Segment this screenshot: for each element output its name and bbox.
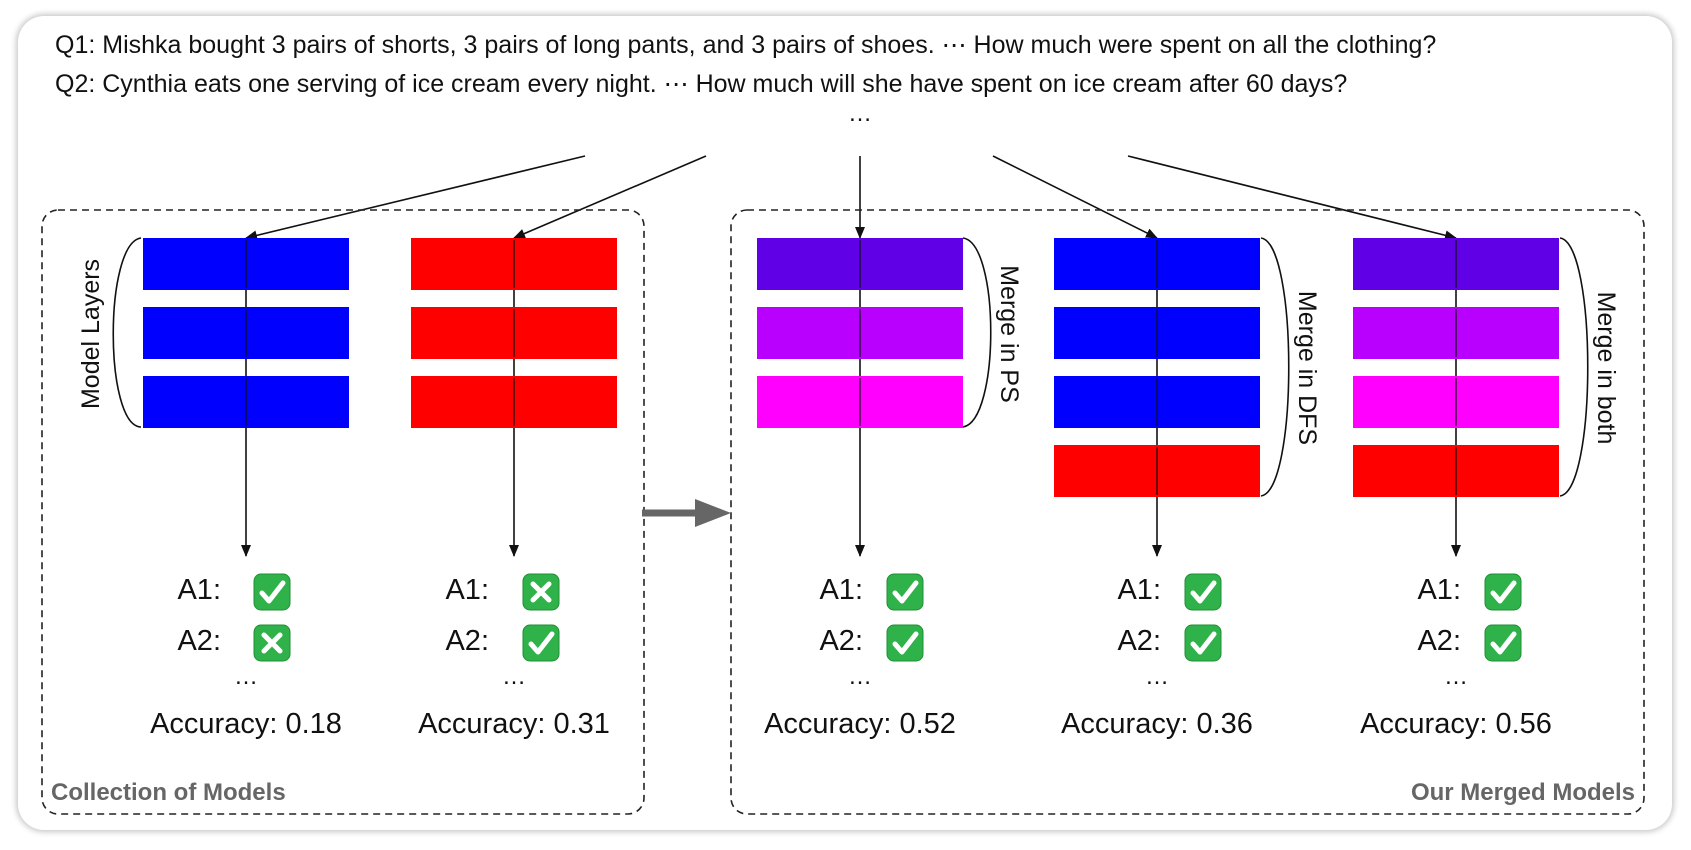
transition-arrow	[642, 499, 731, 527]
answers-ellipsis: …	[502, 663, 526, 690]
answer-a2: A2:	[445, 624, 560, 662]
collection-panel-title: Collection of Models	[51, 779, 286, 806]
accuracy-label: Accuracy: 0.56	[1360, 708, 1552, 740]
accuracy-label: Accuracy: 0.36	[1061, 708, 1253, 740]
layer-stack	[1353, 238, 1559, 557]
answers-ellipsis: …	[234, 663, 258, 690]
model-column: A1: A2: … Accuracy: 0.52	[757, 238, 963, 740]
answer-a2-label: A2:	[445, 625, 489, 657]
accuracy-label: Accuracy: 0.18	[150, 708, 342, 740]
answer-a2: A2:	[1117, 624, 1222, 662]
cross-mark-icon	[522, 573, 560, 611]
layer-stack	[411, 238, 617, 557]
model-layers-bracket	[112, 237, 142, 428]
model-column: A1: A2: … Accuracy: 0.56	[1353, 238, 1559, 740]
merged-panel	[730, 209, 1645, 815]
check-mark-icon	[522, 624, 560, 662]
accuracy-label: Accuracy: 0.31	[418, 708, 610, 740]
model-layers-label: Model Layers	[77, 259, 105, 409]
answer-a2: A2:	[1417, 624, 1522, 662]
answers-ellipsis: …	[1145, 663, 1169, 690]
questions-ellipsis: …	[848, 100, 872, 127]
merged-panel-title: Our Merged Models	[1411, 779, 1635, 806]
answer-a1-label: A1:	[177, 574, 221, 606]
answer-a2-label: A2:	[1117, 625, 1161, 657]
model-column: A1: A2: … Accuracy: 0.31	[411, 238, 617, 740]
input-arrow-1	[245, 155, 586, 241]
answer-a2: A2:	[819, 624, 924, 662]
input-arrow-5	[1127, 155, 1457, 241]
layer-brackets	[112, 237, 1589, 497]
merge-both-bracket	[1559, 237, 1589, 497]
model-column: A1: A2: … Accuracy: 0.36	[1054, 238, 1260, 740]
answer-a1: A1:	[177, 573, 291, 611]
answer-a1-label: A1:	[1417, 574, 1461, 606]
check-mark-icon	[1184, 624, 1222, 662]
check-mark-icon	[1184, 573, 1222, 611]
answer-a1: A1:	[1417, 573, 1522, 611]
answers-ellipsis: …	[848, 663, 872, 690]
check-mark-icon	[886, 573, 924, 611]
layer-stack	[757, 238, 963, 557]
answer-a1: A1:	[819, 573, 924, 611]
question-1: Q1: Mishka bought 3 pairs of shorts, 3 p…	[55, 31, 1436, 59]
accuracy-label: Accuracy: 0.52	[764, 708, 956, 740]
input-arrow-4	[992, 155, 1158, 239]
merge-dfs-label: Merge in DFS	[1293, 291, 1321, 445]
answer-a2-label: A2:	[177, 625, 221, 657]
merge-dfs-bracket	[1260, 237, 1290, 497]
merge-ps-label: Merge in PS	[995, 265, 1023, 403]
check-mark-icon	[1484, 573, 1522, 611]
answer-a1-label: A1:	[819, 574, 863, 606]
answer-a2-label: A2:	[819, 625, 863, 657]
answer-a1-label: A1:	[445, 574, 489, 606]
answer-a2-label: A2:	[1417, 625, 1461, 657]
model-column: A1: A2: … Accuracy: 0.18	[143, 238, 349, 740]
merge-ps-bracket	[962, 237, 992, 428]
answer-a1-label: A1:	[1117, 574, 1161, 606]
question-2: Q2: Cynthia eats one serving of ice crea…	[55, 70, 1347, 98]
answer-a2: A2:	[177, 624, 291, 662]
check-mark-icon	[1484, 624, 1522, 662]
input-arrows	[245, 155, 1457, 241]
answer-a1: A1:	[1117, 573, 1222, 611]
cross-mark-icon	[253, 624, 291, 662]
layer-stack	[1054, 238, 1260, 557]
merge-both-label: Merge in both	[1592, 292, 1620, 445]
layer-stack	[143, 238, 349, 557]
check-mark-icon	[253, 573, 291, 611]
check-mark-icon	[886, 624, 924, 662]
answers-ellipsis: …	[1444, 663, 1468, 690]
answer-a1: A1:	[445, 573, 560, 611]
input-arrow-2	[513, 155, 707, 239]
